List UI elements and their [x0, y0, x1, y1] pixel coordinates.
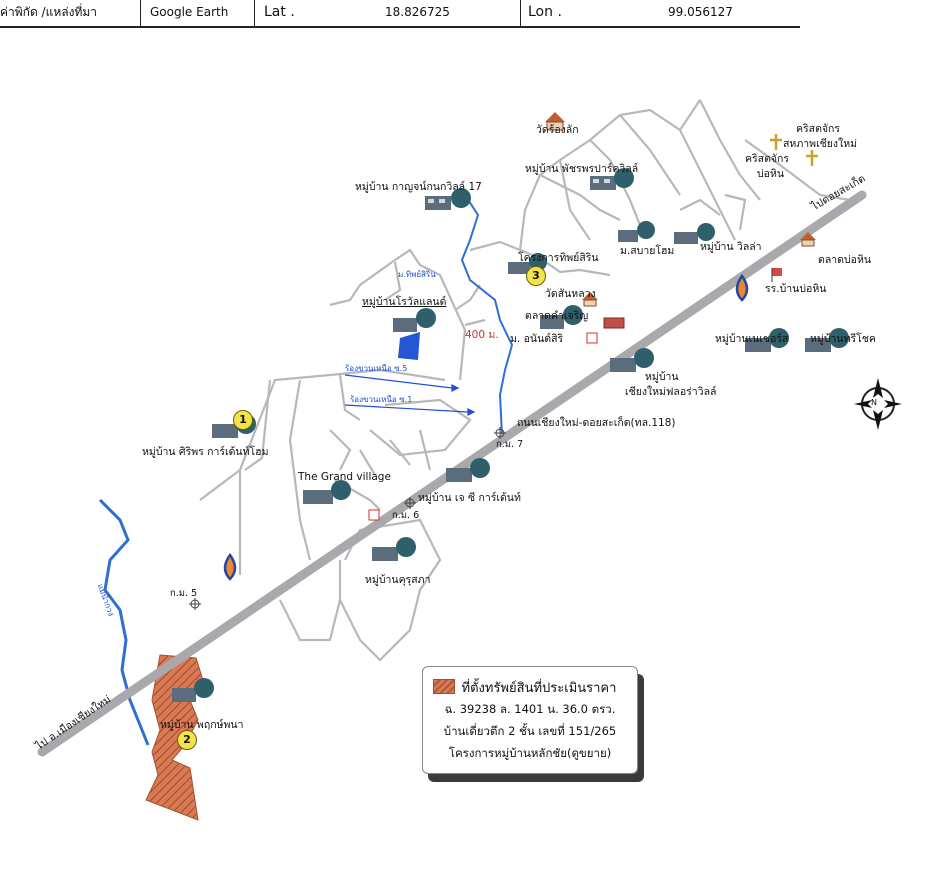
house-icon	[425, 188, 471, 210]
label-village-pornphirom: หมู่บ้าน พัชรพรปาร์ควิลล์	[525, 163, 639, 175]
house-icon	[172, 678, 214, 702]
house-icon	[446, 458, 490, 482]
label-village-floravill: หมู่บ้าน	[645, 371, 679, 383]
house-icon	[372, 537, 416, 561]
label-village-khrusapha: หมู่บ้านคุรุสภา	[365, 574, 431, 586]
km-marker-icon	[494, 427, 506, 439]
label-church1b: สหภาพเชียงใหม่	[783, 138, 858, 150]
label-school-bo-hin: รร.บ้านบ่อหิน	[765, 283, 827, 295]
coord-label: ค่าพิกัด /แหล่งที่มา	[0, 5, 98, 19]
label-church1: คริสตจักร	[796, 123, 841, 135]
label-church2: คริสตจักร	[745, 153, 790, 165]
label-m-sabai-home: ม.สบายโฮม	[620, 245, 675, 257]
label-road-name: ถนนเชียงใหม่-ดอยสะเก็ด(ทล.118)	[517, 417, 676, 429]
church-icon	[806, 150, 818, 166]
convenience-store-icon	[368, 332, 598, 521]
label-m-anusit: ม. อนันต์สิริ	[510, 333, 564, 345]
house-icon	[618, 221, 655, 242]
legend-title: ที่ตั้งทรัพย์สินที่ประเมินราคา	[461, 681, 617, 696]
house-icons	[172, 168, 849, 702]
marker-1: 1	[233, 410, 253, 430]
marker-2: 2	[177, 730, 197, 750]
church-icon	[770, 134, 782, 150]
label-km7: ก.ม. 7	[496, 439, 524, 450]
house-icon	[540, 305, 583, 329]
lon-label: Lon .	[528, 4, 562, 20]
label-market-bo-hin: ตลาดบ่อหิน	[818, 254, 872, 266]
label-canal-north1: ร้องขวนเหนือ ซ.1	[350, 395, 413, 404]
house-icon	[674, 223, 715, 244]
temple-icon	[545, 112, 565, 131]
school-icon	[771, 268, 782, 282]
label-village-phruksa: หมู่บ้าน พฤกษ์พนา	[160, 719, 244, 731]
lon-value: 99.056127	[668, 5, 733, 19]
lat-label: Lat .	[264, 4, 295, 20]
label-m-phatsiri: ม.ทิพย์สิริน	[398, 270, 436, 279]
lat-value: 18.826725	[385, 5, 450, 19]
gas-station-icon	[735, 273, 749, 302]
label-grand-village: The Grand village	[298, 471, 391, 483]
label-village-villa: หมู่บ้าน วิลล่า	[700, 241, 762, 253]
label-thiphawan: โครงการทิพย์สิริน	[518, 252, 599, 264]
blue-plot	[398, 332, 420, 360]
coordinate-header: ค่าพิกัด /แหล่งที่มา Google Earth Lat . …	[0, 0, 800, 28]
km-marker-icon	[189, 598, 201, 610]
property-legend: ที่ตั้งทรัพย์สินที่ประเมินราคา ฉ. 39238 …	[422, 666, 638, 774]
marker-3: 3	[526, 266, 546, 286]
legend-line3: โครงการหมู่บ้านหลักชัย(ดูขยาย)	[448, 746, 612, 760]
canal-arrows	[344, 374, 476, 416]
legend-line2: บ้านเดี่ยวตึก 2 ชั้น เลขที่ 151/265	[443, 724, 617, 738]
label-market-kham-charoen: ตลาดคำเจริญ	[525, 310, 589, 322]
label-village-royal-land: หมู่บ้านโรวัลแลนด์	[362, 296, 447, 308]
coord-source: Google Earth	[150, 5, 229, 19]
house-icon	[610, 348, 654, 372]
label-church2b: บ่อหิน	[757, 168, 785, 180]
legend-line1: ฉ. 39238 ล. 1401 น. 36.0 ตรว.	[444, 702, 616, 716]
label-wat-rong-lak: วัดร้องลัก	[536, 124, 579, 136]
km-marker-icon	[404, 497, 416, 509]
north-letter: N	[871, 398, 877, 407]
label-wat-san-luang: วัดสันหลวง	[545, 288, 596, 300]
house-icon	[745, 328, 789, 352]
map-canvas	[37, 99, 902, 821]
house-icon	[393, 308, 436, 332]
label-canal-north5: ร้องขวนเหนือ ซ.5	[345, 364, 408, 373]
house-icon	[805, 328, 849, 352]
label-km5: ก.ม. 5	[170, 588, 198, 599]
stream-line	[98, 498, 150, 746]
header-divider	[140, 0, 141, 26]
header-divider	[254, 0, 255, 26]
house-icon	[590, 168, 634, 190]
label-village-norssa: หมู่บ้านเนเชอร์ส	[715, 333, 789, 345]
local-roads	[199, 99, 851, 662]
header-divider	[520, 0, 521, 26]
label-km6: ก.ม. 6	[392, 510, 420, 521]
label-village-jj: หมู่บ้าน เจ ซี การ์เด้นท์	[418, 492, 521, 504]
temple-icon	[800, 232, 816, 247]
temple-icon	[582, 292, 598, 307]
label-distance: 400 ม.	[465, 329, 499, 341]
north-arrow-icon	[854, 378, 902, 430]
label-village-tharisirot: หมู่บ้านทรีโชค	[810, 333, 876, 345]
gas-station-icon	[223, 552, 237, 581]
label-village-floravill-b: เชียงใหม่ฟลอร่าวิลล์	[625, 386, 717, 398]
label-village-kanchanakanok: หมู่บ้าน กาญจน์กนกวิลล์ 17	[355, 181, 482, 193]
market-icon	[603, 317, 625, 329]
label-village-siriporn: หมู่บ้าน ศิริพร การ์เด้นท์โฮม	[142, 446, 269, 458]
property-swatch	[433, 679, 455, 694]
canal-line	[460, 194, 514, 436]
house-icon	[303, 480, 351, 504]
